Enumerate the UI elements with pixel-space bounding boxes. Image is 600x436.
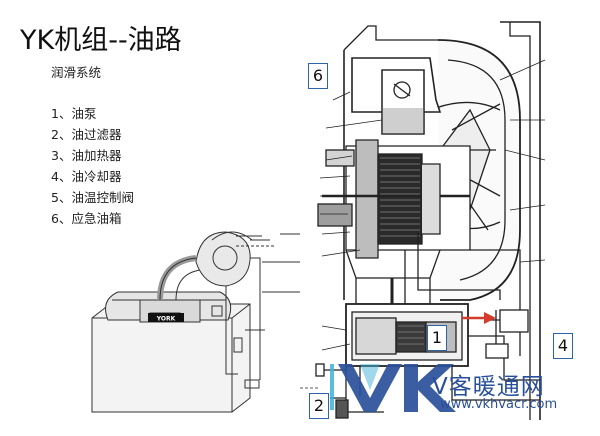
callout-6: 6	[308, 63, 328, 89]
callout-1: 1	[427, 325, 447, 351]
nameplate-label: YORK	[156, 316, 176, 323]
legend-item-oil-pump: 1、油泵	[51, 106, 97, 121]
legend-item-oil-cooler: 4、油冷却器	[51, 169, 122, 184]
nameplate-plate	[148, 313, 184, 322]
callout-2: 2	[309, 393, 329, 419]
section-heading: 润滑系统	[51, 65, 102, 80]
oil-flow-arrowhead	[484, 312, 496, 324]
component-legend: 1、油泵 2、油过滤器 3、油加热器 4、油冷却器 5、油温控制阀 6、应急油箱	[51, 103, 134, 229]
legend-item-oil-heater: 3、油加热器	[51, 148, 122, 163]
vk-logo	[330, 364, 456, 412]
legend-item-emergency-oil-tank: 6、应急油箱	[51, 211, 122, 226]
legend-item-oil-filter: 2、油过滤器	[51, 127, 122, 142]
legend-item-oil-temp-valve: 5、油温控制阀	[51, 190, 134, 205]
chiller-unit-sketch	[91, 231, 300, 413]
callout-4: 4	[553, 333, 573, 359]
compressor-cross-section	[315, 21, 541, 420]
page-title: YK机组--油路	[20, 25, 182, 56]
leader-lines	[300, 59, 546, 389]
watermark-text: V客暖通网	[432, 374, 545, 400]
watermark-url: www.vkhvacr.com	[440, 397, 558, 412]
